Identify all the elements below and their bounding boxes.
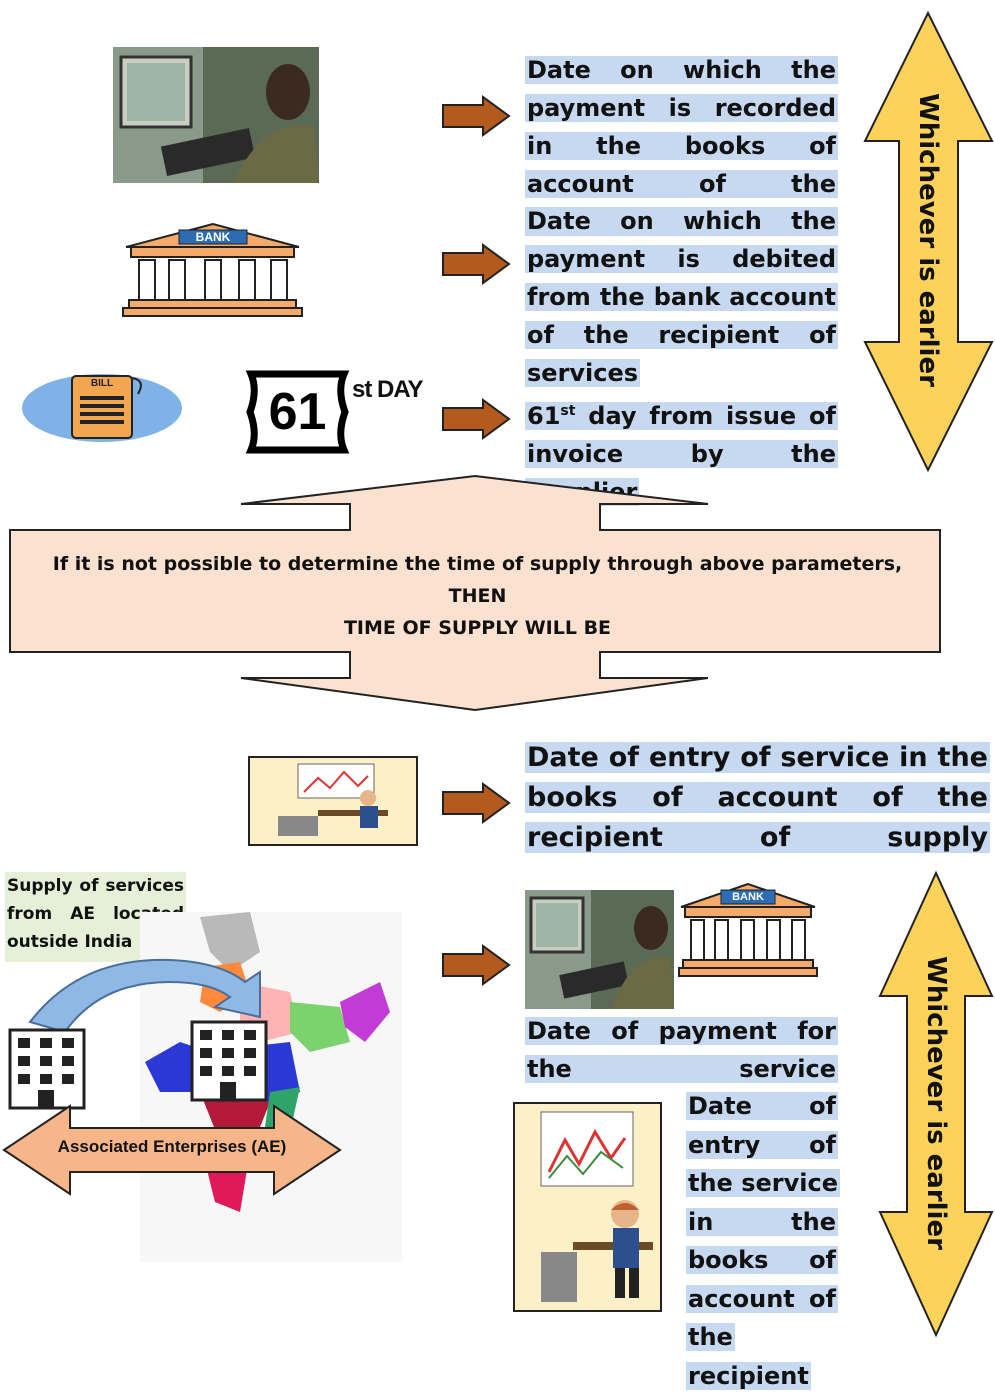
accountant-illustration xyxy=(513,1102,662,1312)
computer-operator-photo xyxy=(113,47,319,183)
ae-double-arrow xyxy=(2,1104,342,1196)
ae-label: Associated Enterprises (AE) xyxy=(57,1137,287,1156)
double-arrow-icon xyxy=(878,870,994,1338)
middle-condition-text: If it is not possible to determine the t… xyxy=(10,548,945,644)
route-61-shield: 61 xyxy=(245,370,350,454)
whichever-earlier-label-bottom: Whichever is earlier xyxy=(921,956,951,1250)
arrow-right-icon xyxy=(442,398,511,440)
shield-number: 61 xyxy=(268,383,327,441)
condition-line-2: THEN xyxy=(448,585,507,607)
big-down-arrow xyxy=(9,474,941,712)
computer-operator-photo xyxy=(525,890,674,1009)
bill-icon: BILL xyxy=(22,370,182,442)
condition-line-3: TIME OF SUPPLY WILL BE xyxy=(343,617,612,639)
debited-date-text: Date on which the payment is debited fro… xyxy=(525,207,838,387)
arrow-right-icon xyxy=(442,95,511,137)
shield-suffix: st DAY xyxy=(352,376,423,403)
entry-date-text: Date of entry of service in the books of… xyxy=(525,742,990,853)
building-icon xyxy=(8,1028,86,1110)
accountant-illustration xyxy=(248,756,418,846)
arrow-right-icon xyxy=(442,944,511,986)
payment-date-text: Date of payment for the service xyxy=(525,1017,838,1083)
arrow-right-icon xyxy=(442,782,511,824)
bank-icon: BANK xyxy=(121,222,304,317)
entry-service-date-text: Date of entry of the service in the book… xyxy=(686,1092,840,1390)
bill-label: BILL xyxy=(90,378,114,389)
condition-line-1: If it is not possible to determine the t… xyxy=(52,553,903,575)
bank-sign-label: BANK xyxy=(195,230,231,244)
whichever-earlier-label-top: Whichever is earlier xyxy=(913,93,943,387)
bank-icon: BANK xyxy=(677,882,819,978)
arrow-right-icon xyxy=(442,243,511,285)
building-icon xyxy=(190,1020,268,1102)
bank-sign-label: BANK xyxy=(732,891,764,903)
double-arrow-icon xyxy=(863,10,994,473)
curved-arrow-icon xyxy=(28,958,261,1034)
